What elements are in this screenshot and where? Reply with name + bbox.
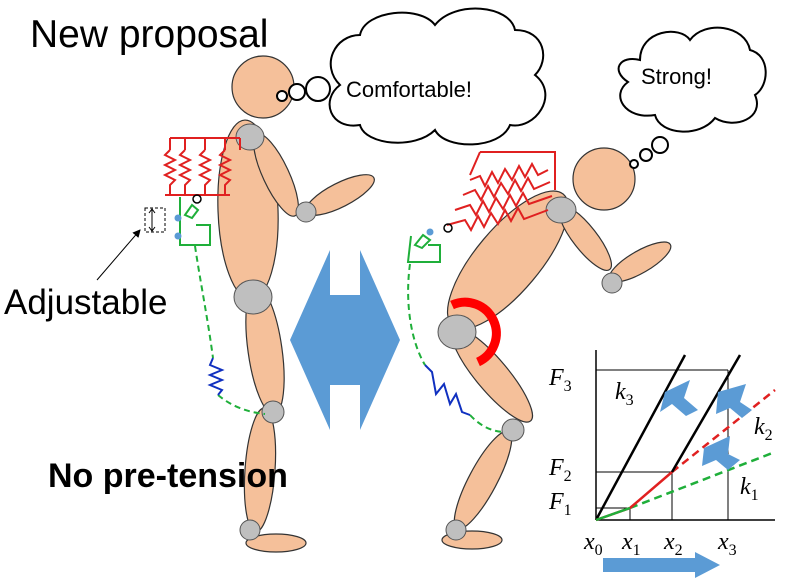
force-displacement-graph: F3 F2 F1 x0 x1 x2 x3 k3 k2 k1 — [548, 350, 776, 578]
right-adjuster — [406, 223, 453, 263]
label-F2: F2 — [548, 455, 572, 485]
combined-curve-start — [595, 506, 631, 522]
title: New proposal — [30, 13, 268, 56]
label-x1: x1 — [621, 529, 641, 559]
double-arrow — [290, 250, 400, 430]
k3-line — [594, 354, 687, 521]
right-thought-bubble: Strong! — [617, 26, 767, 169]
left-knee-joint — [261, 400, 285, 424]
adjustable-label: Adjustable — [4, 283, 167, 322]
right-cable-lower — [469, 414, 506, 433]
right-knee-joint — [501, 418, 525, 442]
right-figure — [441, 147, 672, 550]
right-red-spring-set — [446, 151, 556, 233]
pretension-label: No pre-tension — [48, 457, 288, 495]
label-k2: k2 — [754, 414, 773, 444]
left-figure — [217, 55, 375, 553]
right-ankle-joint — [445, 519, 467, 541]
left-thought-bubble: Comfortable! — [276, 7, 547, 146]
label-F1: F1 — [548, 489, 572, 519]
adjustable-pointer — [96, 229, 141, 281]
left-thought-text: Comfortable! — [346, 77, 472, 102]
right-thought-text: Strong! — [641, 64, 712, 89]
label-x2: x2 — [663, 529, 683, 559]
left-elbow-joint — [295, 201, 317, 223]
left-cable-lower — [217, 394, 266, 415]
right-figure-head — [572, 147, 636, 211]
left-ankle-joint — [239, 519, 261, 541]
graph-small-arrows — [660, 380, 752, 470]
left-hip-joint — [233, 279, 273, 315]
right-figure-shin — [453, 430, 513, 530]
right-shoulder-joint — [545, 196, 577, 224]
left-cable-upper — [194, 245, 214, 359]
right-elbow-joint — [601, 272, 623, 294]
left-figure-head — [231, 55, 295, 119]
left-figure-joints — [233, 123, 317, 541]
right-blue-spring — [424, 364, 471, 416]
label-F3: F3 — [548, 365, 572, 395]
label-x0: x0 — [583, 529, 603, 559]
left-figure-foot — [245, 533, 307, 553]
right-cable-upper — [407, 263, 426, 366]
graph-direction-arrow — [603, 552, 720, 578]
k2-line — [671, 389, 776, 473]
right-hip-joint — [437, 314, 477, 350]
combined-curve-upper — [670, 354, 742, 473]
left-blue-spring — [207, 357, 225, 396]
label-k3: k3 — [615, 379, 634, 409]
left-adjuster — [144, 194, 211, 246]
right-figure-joints — [437, 196, 623, 541]
hip-rotation-arc — [450, 297, 501, 367]
label-k1: k1 — [740, 474, 759, 504]
label-x3: x3 — [717, 529, 737, 559]
